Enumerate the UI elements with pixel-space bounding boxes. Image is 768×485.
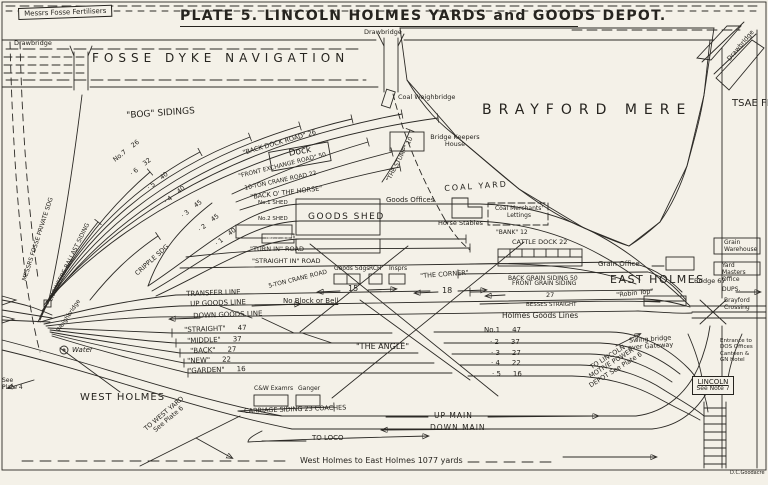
goods-shed-roads [147,130,691,307]
cw-examiners-label: C&W Examrs [254,385,294,392]
drawbridge-center-label: Drawbridge [364,28,402,36]
signature: D.C.Goodacre [730,470,765,476]
goods-shed-label: GOODS SHED [308,212,385,222]
back-grain-siding-label: BACK GRAIN SIDING 50 [508,275,578,282]
shed1-label: No.1 SHED [258,200,288,206]
dups-label: DUPS. [722,286,741,293]
lincoln-box: LINCOLN See Note 7 [692,376,734,395]
buildings [59,88,761,407]
brayford-crossing-tracks [687,299,767,379]
east-holmes-label: EAST HOLMES [610,273,705,286]
yard-masters-office-label: Yard Masters Office [722,262,746,283]
brayford-crossing-label: Brayford Crossing [724,297,750,311]
bank-label: "BANK" 12 [496,229,528,236]
map-frame [1,1,767,471]
goods-sdgs-label: Goods Sdgs [334,265,370,272]
lincoln-note-label: See Note 7 [696,385,730,393]
brayford-mere-label: BRAYFORD MERE [482,102,693,118]
goods-offices-label: Goods Offices [386,196,435,204]
water-crane-label: Water [72,346,93,354]
brayford-wharf-east-label: TSAE FRAHW DROFYARB [732,98,768,109]
grain-office-label: Grain Office [598,260,640,268]
cattle-dock-label: CATTLE DOCK 22 [512,238,568,246]
brayford-wharf-east-road [721,29,758,469]
len-15-label: 15 [348,284,359,293]
holmes-goods-lines-label: Holmes Goods Lines [502,311,579,320]
west-holmes-label: WEST HOLMES [80,392,166,403]
entrance-label: Entrance to DOS Offices Canteen & GN Hot… [720,338,753,363]
front-grain-siding-label: FRONT GRAIN SIDING [512,280,577,287]
yard-diagonals [299,241,525,399]
ganger-label: Ganger [298,385,321,392]
holmes-goods-lines [433,331,709,421]
rch-label: RCH [369,265,382,272]
west-throat [1,294,189,393]
canal-water [3,5,763,81]
front-grain-len-label: 27 [546,291,555,299]
shed2-label: No.2 SHED [258,216,288,222]
no-block-or-bell-label: No Block or Bell [283,297,339,305]
down-main-label: DOWN MAIN [430,423,486,432]
high-street-bridge [703,401,727,469]
straight-in-road-label: "STRAIGHT IN" ROAD [252,257,321,265]
fosse-dyke-label: FOSSE DYKE NAVIGATION [92,51,350,65]
grain-warehouse-label: Grain Warehouse [724,239,758,253]
west-yard-lines [171,290,693,373]
horse-stables-label: Horse Stables [438,219,483,227]
siding-new: "NEW"22 [187,355,232,365]
coal-weighbridge-label: Coal Weighbridge [398,93,456,101]
fosse-dyke-banks [1,39,715,88]
besses-straight-label: BESSES STRAIGHT [526,302,577,308]
see-plate-4-label: See Plate 4 [2,377,23,391]
drawbridge-structures [69,21,765,93]
bog-sidings-tracks [37,94,438,323]
bridge-67-label: Bridge 67 [694,277,726,285]
bridge-keepers-house-label: Bridge Keepers House [430,133,480,149]
lincoln-label: LINCOLN [697,378,729,386]
siding-back: "BACK"27 [190,345,237,355]
distance-note-label: West Holmes to East Holmes 1077 yards [300,456,463,465]
coal-merchants-label: Coal Merchants' Lettings [494,205,544,219]
the-angle-label: "THE ANGLE" [356,342,410,351]
main-lines [1,325,711,467]
shed3-label: No.3 SHED [266,235,296,241]
turn-in-road-label: "TURN IN" ROAD [250,245,304,253]
plate-title: PLATE 5. LINCOLN HOLMES YARDS and GOODS … [180,8,665,28]
direction-arrows [170,289,760,458]
insprs-label: Insprs [389,265,408,272]
drawbridge-left-label: Drawbridge [14,39,52,47]
up-main-label: UP MAIN [434,411,473,420]
to-loco-label: TO LOCO [312,434,344,442]
len-18-label: 18 [442,286,453,295]
